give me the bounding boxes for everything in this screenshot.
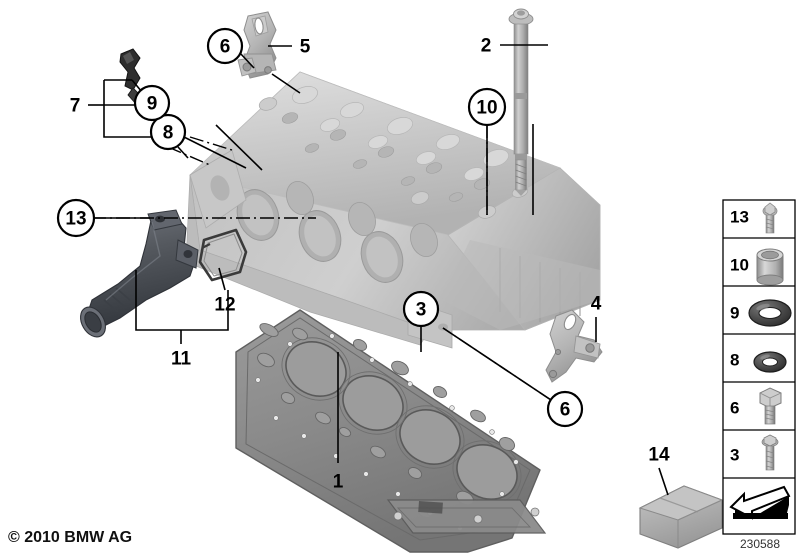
callout-circle[interactable]	[56, 198, 96, 238]
callout-14[interactable]: 14	[648, 445, 670, 496]
part-lifting-bracket-rear	[545, 309, 603, 383]
callout-number: 1	[333, 472, 344, 493]
callout-number: 4	[591, 294, 602, 315]
part-profile-gasket	[198, 228, 248, 282]
thin-leaders	[179, 124, 534, 215]
legend-icon-o-ring-large	[748, 299, 792, 327]
callout-circle[interactable]	[206, 27, 244, 65]
callout-bracket-7	[103, 79, 168, 138]
callout-1[interactable]: 1	[333, 352, 344, 493]
callout-12[interactable]: 12	[214, 267, 236, 316]
legend-icon-o-ring-small	[753, 351, 787, 373]
callout-9[interactable]: 9	[131, 79, 171, 122]
callout-11[interactable]: 11	[171, 330, 192, 370]
callout-number: 7	[70, 96, 81, 117]
part-coolant-pipe	[80, 209, 199, 338]
part-cylinder-head-bolt	[508, 8, 534, 196]
callout-2[interactable]: 2	[481, 36, 548, 57]
diagram-id: 230588	[740, 537, 780, 551]
callout-leader	[658, 467, 669, 496]
legend-icon-flange-bolt	[761, 434, 779, 471]
legend-icon-hex-head-bolt	[759, 387, 782, 425]
legend-row-number: 10	[730, 256, 749, 275]
legend-icon-bolt-with-collar	[762, 202, 778, 234]
callout-bracket-11	[135, 270, 229, 331]
callout-3[interactable]: 3	[402, 290, 440, 352]
callout-number: 6	[220, 37, 231, 58]
callout-6[interactable]: 6	[206, 27, 255, 69]
callout-number: 11	[171, 349, 192, 370]
callout-circle[interactable]	[149, 113, 187, 151]
callout-7[interactable]: 7	[70, 96, 104, 117]
legend-row-number: 8	[730, 351, 739, 370]
callout-number: 13	[65, 209, 86, 230]
callout-circle[interactable]	[133, 84, 171, 122]
callout-number: 2	[481, 36, 492, 57]
callout-circle[interactable]	[467, 87, 507, 127]
callout-circle[interactable]	[402, 290, 440, 328]
callout-leader	[239, 52, 255, 69]
callout-leader	[218, 267, 226, 291]
callout-8[interactable]: 8	[149, 113, 189, 159]
callout-number: 3	[416, 300, 427, 321]
callout-13[interactable]: 13	[56, 198, 150, 238]
callout-number: 8	[163, 123, 174, 144]
callout-4[interactable]: 4	[591, 294, 602, 343]
callout-leader	[177, 146, 189, 159]
callout-10[interactable]: 10	[467, 87, 507, 215]
legend-icon-sleeve-bushing	[756, 248, 784, 286]
legend-row-number: 9	[730, 304, 739, 323]
callout-number: 5	[300, 37, 311, 58]
callout-leader	[442, 327, 552, 401]
callout-circle[interactable]	[546, 390, 584, 428]
intake-ports	[236, 181, 438, 283]
legend-panel: 13 10 9 8 6 3	[722, 199, 796, 535]
callout-6[interactable]: 6	[442, 327, 584, 428]
part-lifting-bracket-front	[237, 11, 301, 94]
cylinder-head-casting	[185, 71, 601, 349]
callout-number: 10	[476, 98, 497, 119]
part-cylinder-head-gasket	[235, 309, 547, 553]
callout-5[interactable]: 5	[268, 37, 311, 58]
part-repair-kit-box	[638, 485, 724, 549]
callout-number: 12	[214, 295, 235, 316]
callout-number: 14	[648, 445, 670, 466]
callout-number: 6	[560, 400, 571, 421]
legend-row-number: 6	[730, 399, 739, 418]
legend-row-number: 13	[730, 208, 749, 227]
legend-row-number: 3	[730, 446, 739, 465]
copyright-text: © 2010 BMW AG	[8, 529, 132, 546]
footer: © 2010 BMW AG 230588	[8, 529, 780, 551]
legend-icon-arrow-symbol	[729, 485, 791, 520]
callout-number: 9	[147, 94, 158, 115]
